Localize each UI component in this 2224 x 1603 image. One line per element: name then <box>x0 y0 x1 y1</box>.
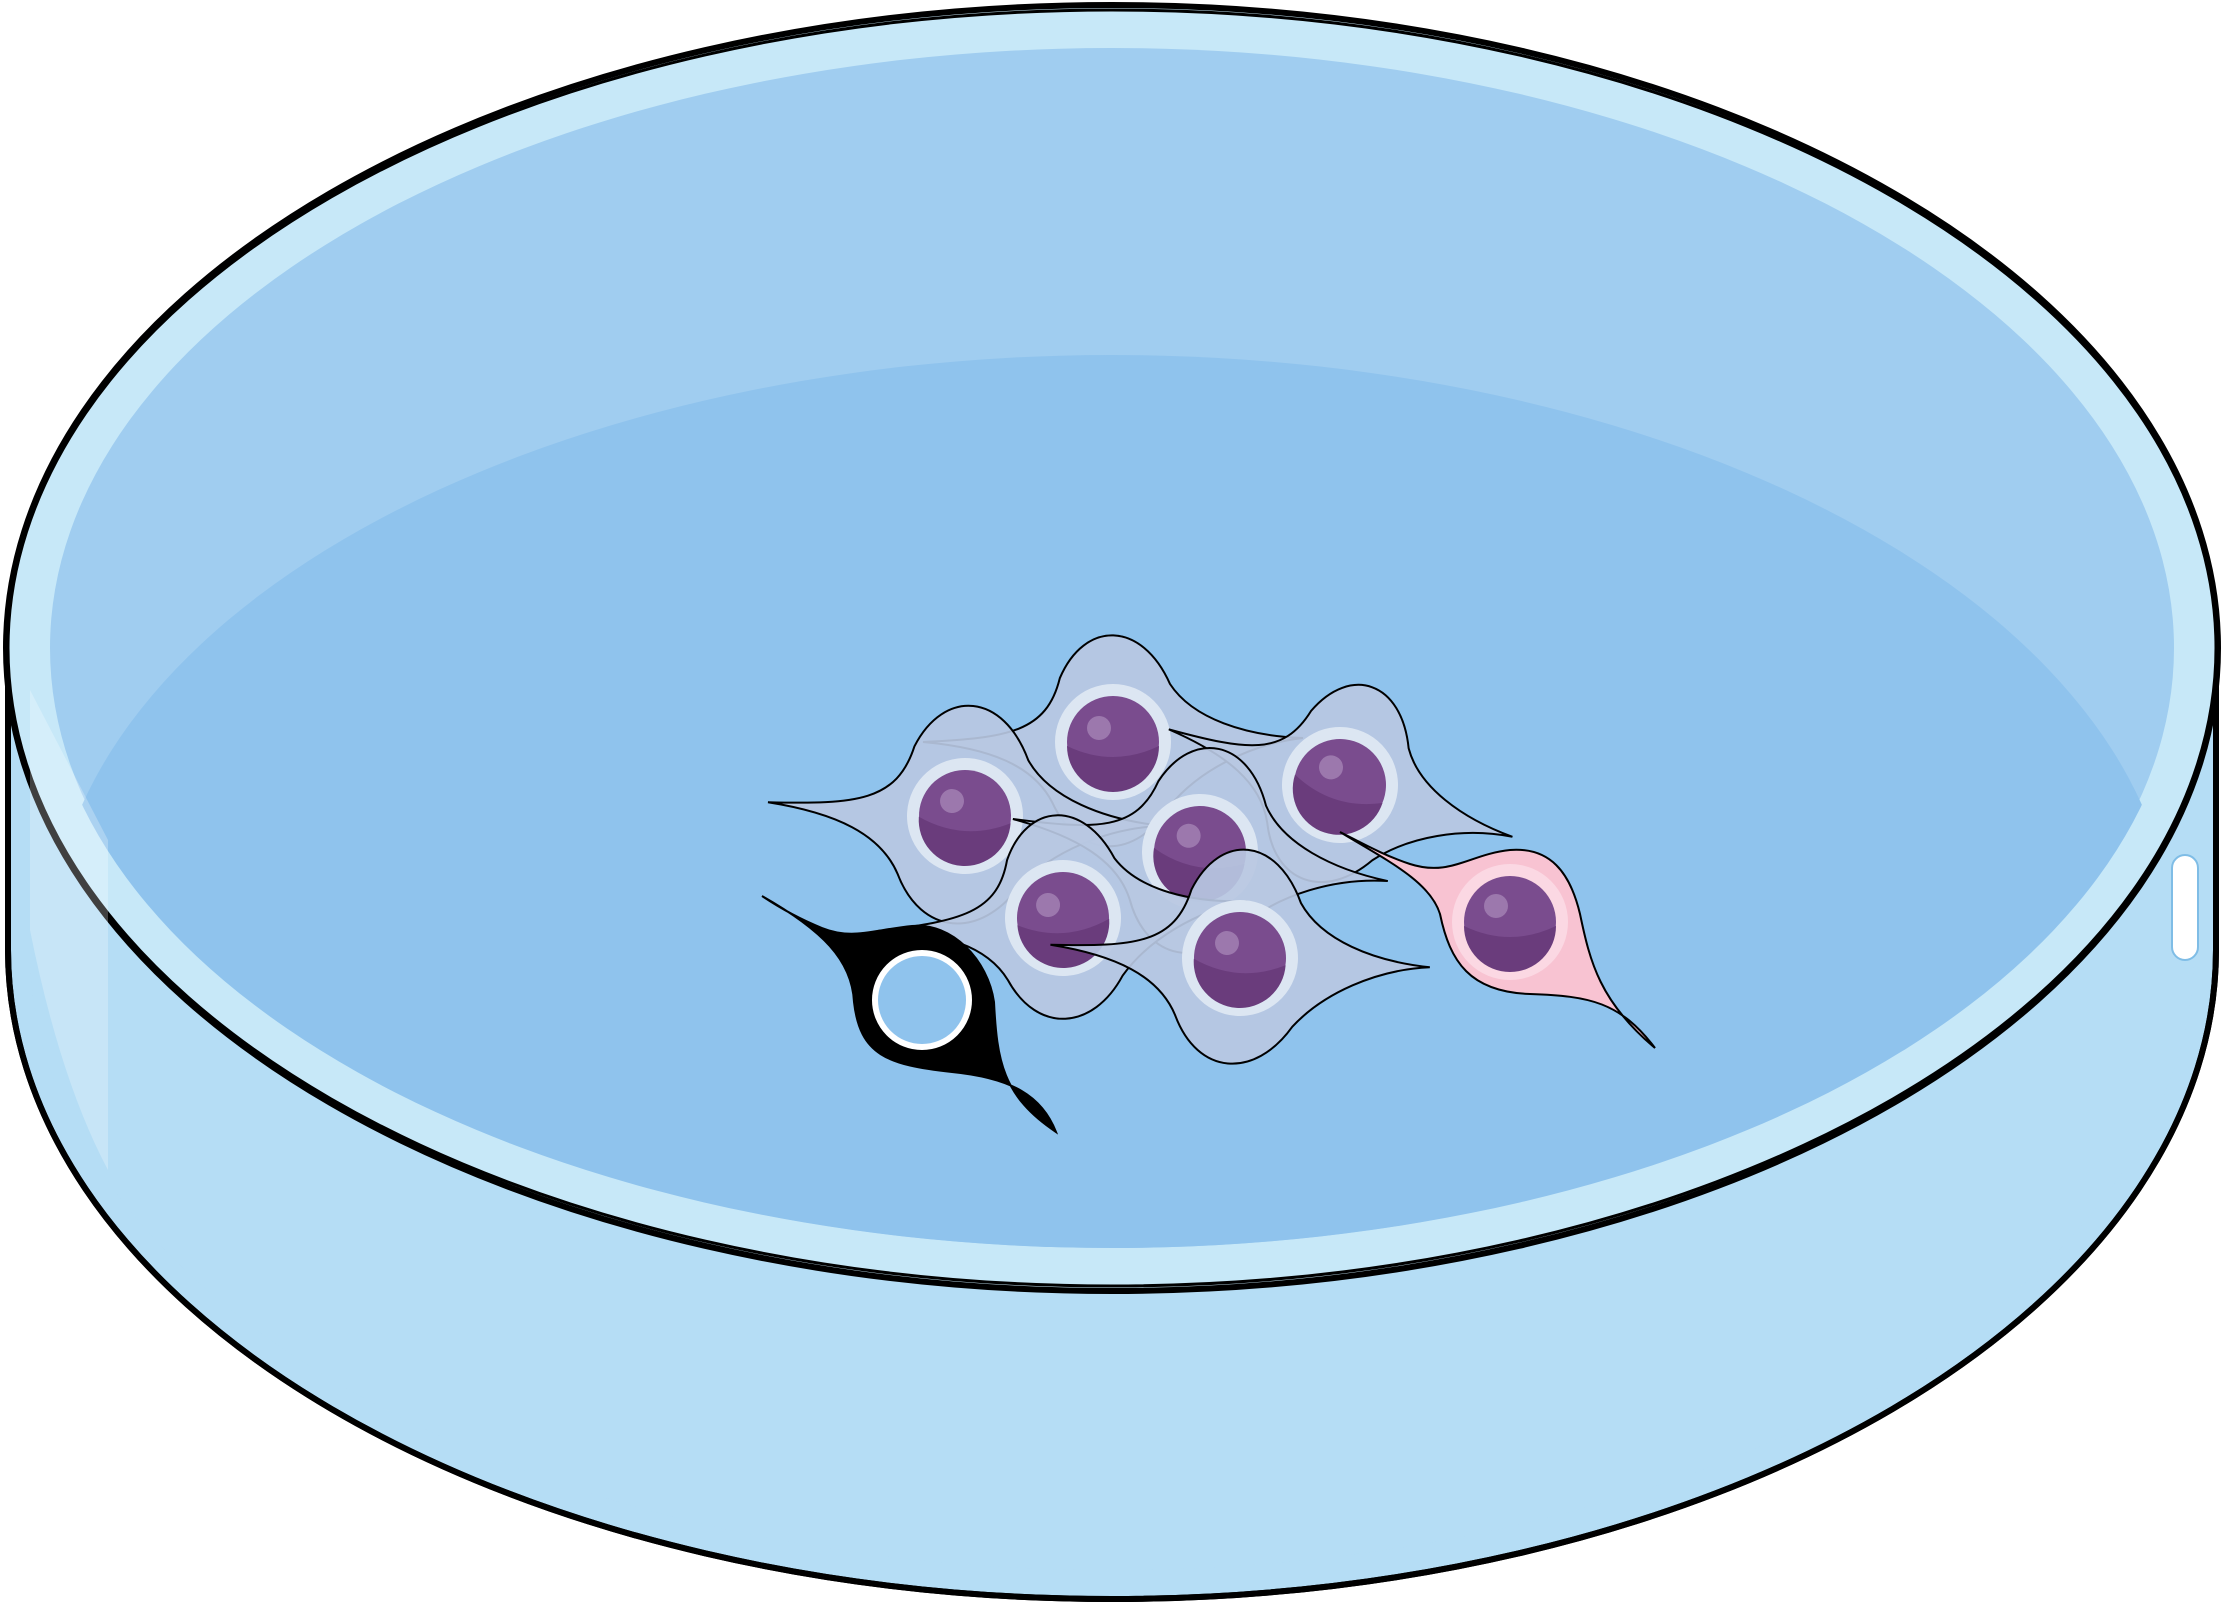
pink-cell-icon <box>1339 831 1656 1049</box>
dish-right-highlight <box>2171 854 2199 961</box>
cell-icon <box>1050 848 1430 1065</box>
cell-icon <box>922 634 1304 848</box>
black-cell-hole <box>872 950 972 1050</box>
cell-icon <box>1168 683 1513 884</box>
nucleus-highlight <box>1215 931 1240 956</box>
nucleus-highlight <box>1036 893 1061 918</box>
nucleus-shadow <box>1017 918 1110 968</box>
dish-bottom-edge <box>5 949 2219 1602</box>
cell-cluster <box>761 634 1656 1135</box>
pink-nucleus-highlight <box>1484 894 1508 918</box>
nucleus-shadow <box>1292 774 1383 835</box>
nucleus-highlight <box>940 789 965 814</box>
dish-inner-edge <box>6 8 2218 1288</box>
dish-left-highlight <box>30 690 108 1170</box>
nucleus-shadow <box>918 816 1011 866</box>
black-cell-icon <box>761 895 1059 1135</box>
nucleus-highlight <box>1087 716 1111 740</box>
nucleus-highlight <box>1176 823 1201 848</box>
nucleus-shadow <box>1193 958 1286 1008</box>
nucleus-highlight <box>1319 755 1344 780</box>
cell-icon <box>767 704 1163 925</box>
pink-nucleus-shadow <box>1464 926 1556 972</box>
nucleus-shadow <box>1067 746 1159 792</box>
